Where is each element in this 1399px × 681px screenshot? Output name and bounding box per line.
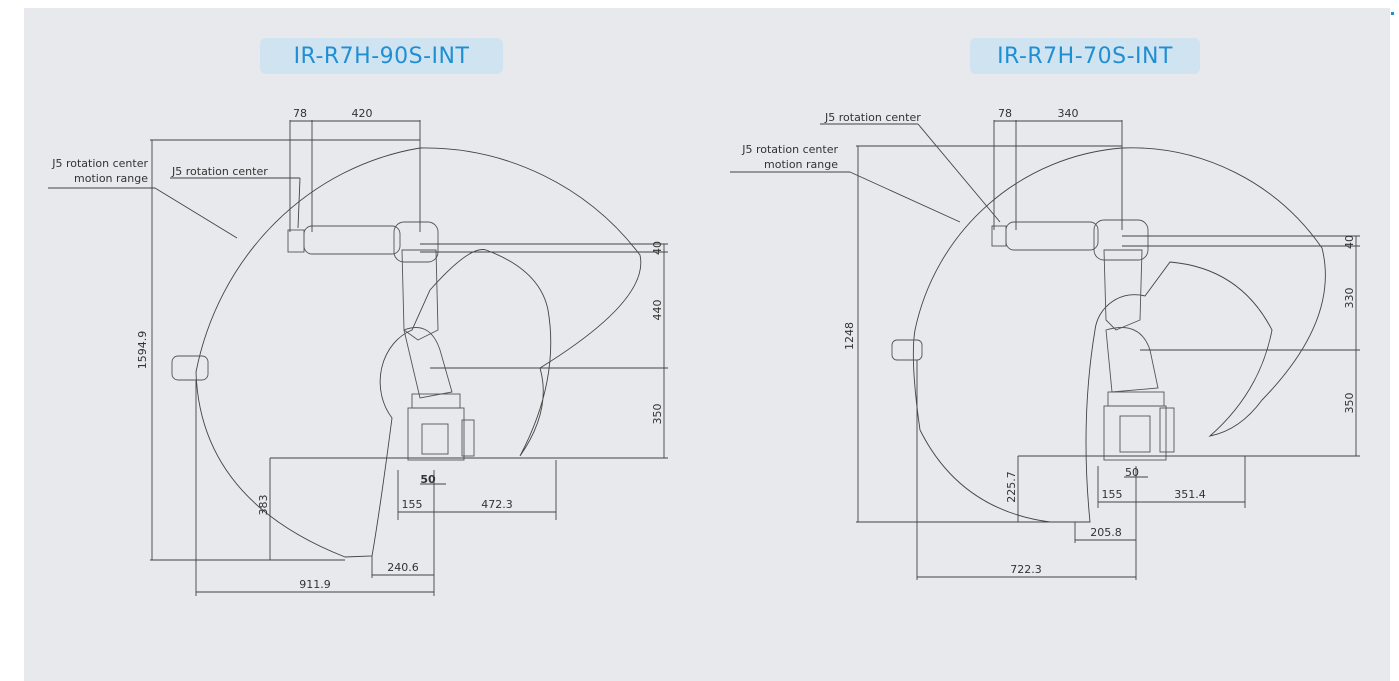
- right-dim-225: 225.7: [1005, 471, 1018, 503]
- content-panel: [24, 8, 1390, 681]
- left-j5-center-label: J5 rotation center: [171, 165, 268, 178]
- left-range-label-line2: motion range: [74, 172, 148, 185]
- left-dim-78: 78: [293, 107, 307, 120]
- right-dim-78: 78: [998, 107, 1012, 120]
- right-dim-205: 205.8: [1090, 526, 1122, 539]
- left-workspace-drawing: [48, 120, 668, 596]
- left-dim-50: 50: [420, 473, 436, 486]
- right-dim-350: 350: [1343, 393, 1356, 414]
- left-dim-350: 350: [651, 404, 664, 425]
- left-robot: [171, 221, 475, 461]
- right-workspace-drawing: [730, 120, 1360, 580]
- right-dim-722: 722.3: [1010, 563, 1042, 576]
- right-robot: [891, 219, 1175, 461]
- left-dim-240: 240.6: [387, 561, 419, 574]
- left-dim-383: 383: [257, 495, 270, 516]
- right-dim-50: 50: [1125, 466, 1139, 479]
- left-dim-420: 420: [352, 107, 373, 120]
- model-title-left: IR-R7H-90S-INT: [260, 38, 503, 74]
- right-dim-40: 40: [1343, 235, 1356, 249]
- left-dim-472: 472.3: [481, 498, 513, 511]
- left-dim-1594: 1594.9: [136, 331, 149, 370]
- right-dim-1248: 1248: [843, 322, 856, 350]
- right-dim-330: 330: [1343, 288, 1356, 309]
- edge-marker: [1391, 12, 1394, 15]
- left-dim-440: 440: [651, 300, 664, 321]
- right-j5-center-label: J5 rotation center: [824, 111, 921, 124]
- left-range-label-line1: J5 rotation center: [51, 157, 148, 170]
- left-dim-40: 40: [651, 241, 664, 255]
- right-dim-351: 351.4: [1174, 488, 1206, 501]
- right-range-label-line1: J5 rotation center: [741, 143, 838, 156]
- left-dim-911: 911.9: [299, 578, 331, 591]
- left-dim-155: 155: [402, 498, 423, 511]
- model-title-right: IR-R7H-70S-INT: [970, 38, 1200, 74]
- right-dim-155: 155: [1102, 488, 1123, 501]
- right-dim-340: 340: [1058, 107, 1079, 120]
- right-range-label-line2: motion range: [764, 158, 838, 171]
